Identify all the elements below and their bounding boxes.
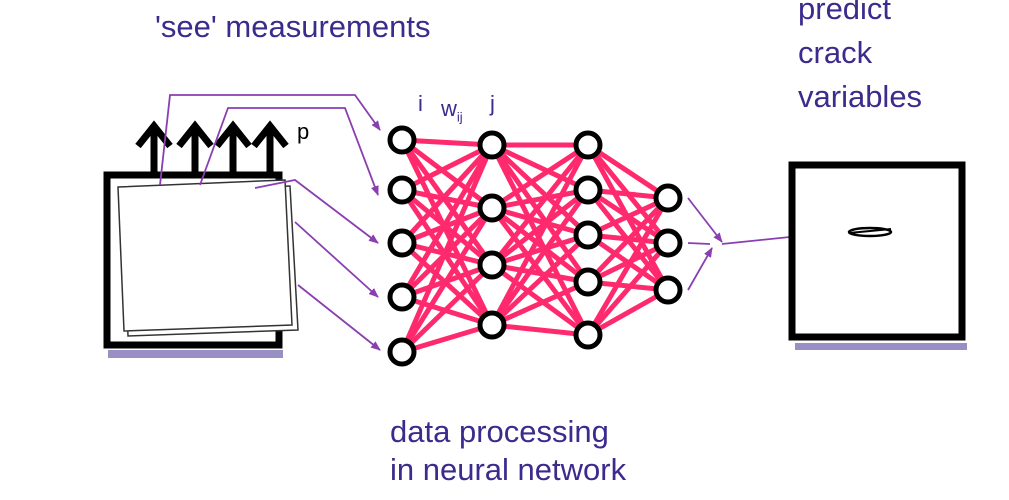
weight-line (490, 142, 590, 193)
network-node (653, 275, 683, 305)
weight-label: wij (441, 96, 463, 125)
predict-label-line3: variables (798, 79, 923, 114)
up-arrow-icon (214, 120, 252, 178)
input-arrow (159, 94, 381, 186)
weight-symbol: w (441, 96, 457, 121)
measurement-arrows (135, 120, 289, 178)
specimen-box (103, 171, 299, 358)
network-node (573, 267, 603, 297)
input-arrow (199, 107, 379, 196)
network-node (387, 282, 417, 312)
weight-line (489, 143, 591, 327)
weight-line (490, 143, 590, 267)
processing-label-line1: data processing (390, 414, 609, 449)
node-i-label: i (418, 91, 423, 116)
weight-line (586, 195, 670, 238)
up-arrow-icon (176, 120, 214, 178)
weight-line (490, 233, 590, 327)
weight-line (586, 287, 670, 338)
weight-line (585, 196, 671, 337)
output-arrow (687, 247, 713, 291)
weight-line (399, 143, 495, 299)
predict-label-line1: predict (798, 0, 892, 26)
network-node (387, 175, 417, 205)
network-node (387, 337, 417, 367)
weight-line (400, 138, 494, 210)
network-node (573, 175, 603, 205)
specimen-box-shadow (108, 350, 283, 358)
p-label: p (297, 119, 310, 144)
weight-line (401, 137, 493, 148)
specimen-sheet-front (117, 179, 293, 332)
weight-line (400, 142, 494, 193)
network-node (573, 220, 603, 250)
network-node (573, 130, 603, 160)
processing-label-line2: in neural network (390, 452, 627, 487)
weight-line (401, 187, 493, 211)
output-arrow (687, 197, 723, 243)
weight-line (490, 143, 590, 237)
output-arrow (687, 242, 711, 245)
weight-line (489, 143, 591, 284)
crack-line (848, 228, 892, 234)
network-nodes (387, 125, 683, 367)
result-box-shadow (795, 343, 967, 350)
node-j-label: j (490, 91, 495, 116)
network-node (477, 193, 507, 223)
network-node (653, 228, 683, 258)
weight-line (400, 263, 494, 354)
weight-line (399, 138, 495, 267)
weight-line (399, 138, 495, 327)
network-node (477, 250, 507, 280)
network-node (653, 183, 683, 213)
weight-line (491, 187, 589, 211)
weight-line (490, 262, 590, 338)
weight-line (399, 206, 495, 354)
weight-line (491, 205, 589, 238)
up-arrow-icon (251, 120, 289, 178)
weight-line (399, 188, 495, 327)
input-arrow (294, 221, 379, 298)
weight-line (586, 142, 670, 201)
weight-line (491, 232, 589, 268)
network-node (573, 320, 603, 350)
network-node (387, 125, 417, 155)
weight-subscript: ij (456, 109, 463, 125)
see-measurements-label: 'see' measurements (155, 9, 431, 44)
weight-line (490, 142, 590, 211)
weight-line (490, 188, 590, 267)
weight-line (490, 279, 590, 328)
input-arrows (159, 94, 381, 351)
network-node (477, 310, 507, 340)
weight-line (399, 144, 495, 353)
weight-line (401, 322, 493, 355)
predict-label-line2: crack (798, 35, 873, 70)
weight-line (490, 206, 590, 284)
weight-connections (399, 137, 671, 355)
result-box (788, 161, 967, 350)
network-node (387, 228, 417, 258)
weight-line (400, 143, 494, 245)
input-arrow (297, 284, 381, 351)
result-box-frame (788, 161, 966, 341)
weight-line (586, 196, 670, 284)
input-arrow (254, 179, 379, 244)
weight-line (489, 188, 591, 327)
network-node (477, 130, 507, 160)
weight-line (491, 322, 589, 338)
weight-line (491, 262, 589, 285)
weight-line (586, 241, 670, 337)
